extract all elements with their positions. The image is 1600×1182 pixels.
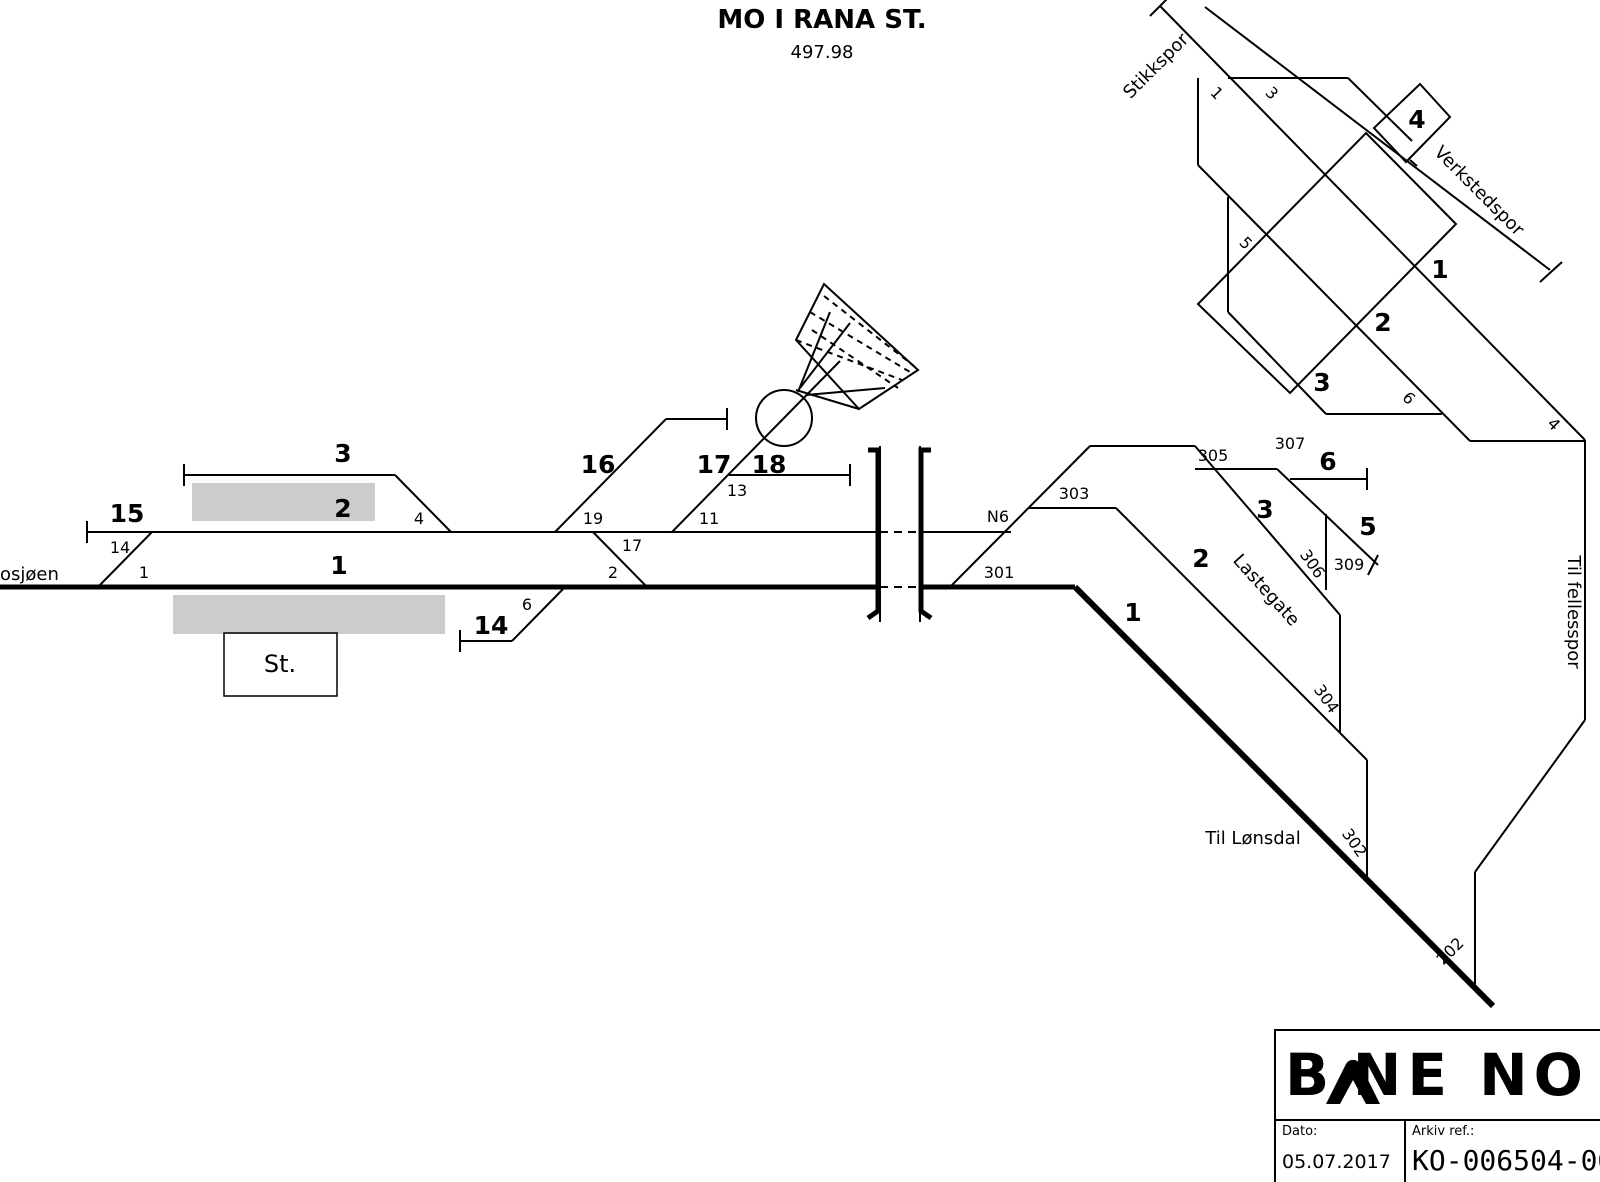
platform-track-2: [192, 483, 375, 521]
switch-number: 4: [1544, 414, 1565, 435]
date-value: 05.07.2017: [1282, 1151, 1391, 1173]
switch-number: 17: [622, 536, 642, 555]
track-number: 3: [334, 439, 351, 468]
switch-number: 202: [1433, 934, 1468, 969]
logo-tunnel-icon: [1326, 1059, 1380, 1104]
track-number: 2: [1374, 308, 1391, 337]
track-lines: [86, 0, 1586, 990]
place-label-til-lonsdal: Til Lønsdal: [1204, 828, 1300, 849]
switch-number: 6: [522, 595, 532, 614]
track-number: 6: [1319, 447, 1336, 476]
station-title: MO I RANA ST.: [717, 5, 926, 35]
track-number: 3: [1313, 368, 1330, 397]
switch-number: 1: [1207, 83, 1228, 104]
station-building-label: St.: [264, 650, 296, 678]
bridge-brackets: [866, 447, 933, 621]
switch-number: 11: [699, 509, 719, 528]
switch-number: 309: [1334, 555, 1365, 574]
place-label-verkstedspor: Verkstedspor: [1430, 142, 1529, 241]
archive-label: Arkiv ref.:: [1412, 1124, 1474, 1139]
track-number: 2: [1192, 544, 1209, 573]
track-number: 15: [110, 499, 145, 528]
track-number: 1: [1431, 255, 1448, 284]
place-label-til-fellesspor: Til fellesspor: [1563, 554, 1584, 669]
track-number: 3: [1256, 495, 1273, 524]
switch-number: 3: [1262, 83, 1283, 104]
switch-number: 1: [139, 563, 149, 582]
date-label: Dato:: [1282, 1124, 1317, 1139]
track-number: 1: [1124, 598, 1141, 627]
switch-number: 19: [583, 509, 603, 528]
switch-number: 307: [1275, 434, 1306, 453]
place-label-lastegate: Lastegate: [1228, 550, 1303, 630]
switch-number: 301: [984, 563, 1015, 582]
track-number: 1: [330, 551, 347, 580]
switch-number: 14: [110, 538, 130, 557]
switch-number: 13: [727, 481, 747, 500]
switch-number: 4: [414, 509, 424, 528]
switch-number: 306: [1296, 546, 1329, 582]
switch-number: 304: [1310, 681, 1343, 717]
station-building: [223, 632, 338, 697]
switch-number: 6: [1399, 388, 1420, 409]
track-number: 2: [334, 494, 351, 523]
track-number: 14: [474, 611, 509, 640]
km-marker: 497.98: [791, 42, 854, 63]
track-number: 5: [1359, 512, 1376, 541]
place-label-stikkspor: Stikkspor: [1119, 29, 1193, 103]
track-number: 4: [1408, 105, 1425, 134]
title-block: B NE NO Dato: 05.07.2017 Arkiv ref.: KO-…: [1274, 1029, 1600, 1182]
track-number: 18: [752, 450, 787, 479]
switch-number: 305: [1198, 446, 1229, 465]
switch-number: 303: [1059, 484, 1090, 503]
archive-value: KO-006504-00: [1412, 1144, 1600, 1177]
track-number: 17: [697, 450, 732, 479]
switch-number: 2: [608, 563, 618, 582]
place-label-left: osjøen: [0, 564, 59, 585]
switch-number: N6: [987, 507, 1009, 526]
track-numbers: 3 2 1 15 16 17 18 14 1 2 3 4 1 2 3 6 5: [110, 105, 1449, 640]
switch-numbers: 14 1 4 19 17 2 11 13 6 N6 303 301 305 30…: [110, 83, 1564, 969]
main-line: [0, 584, 1496, 1009]
platform-track-1: [173, 595, 445, 634]
switch-number: 5: [1236, 233, 1257, 254]
track-number: 16: [581, 450, 616, 479]
